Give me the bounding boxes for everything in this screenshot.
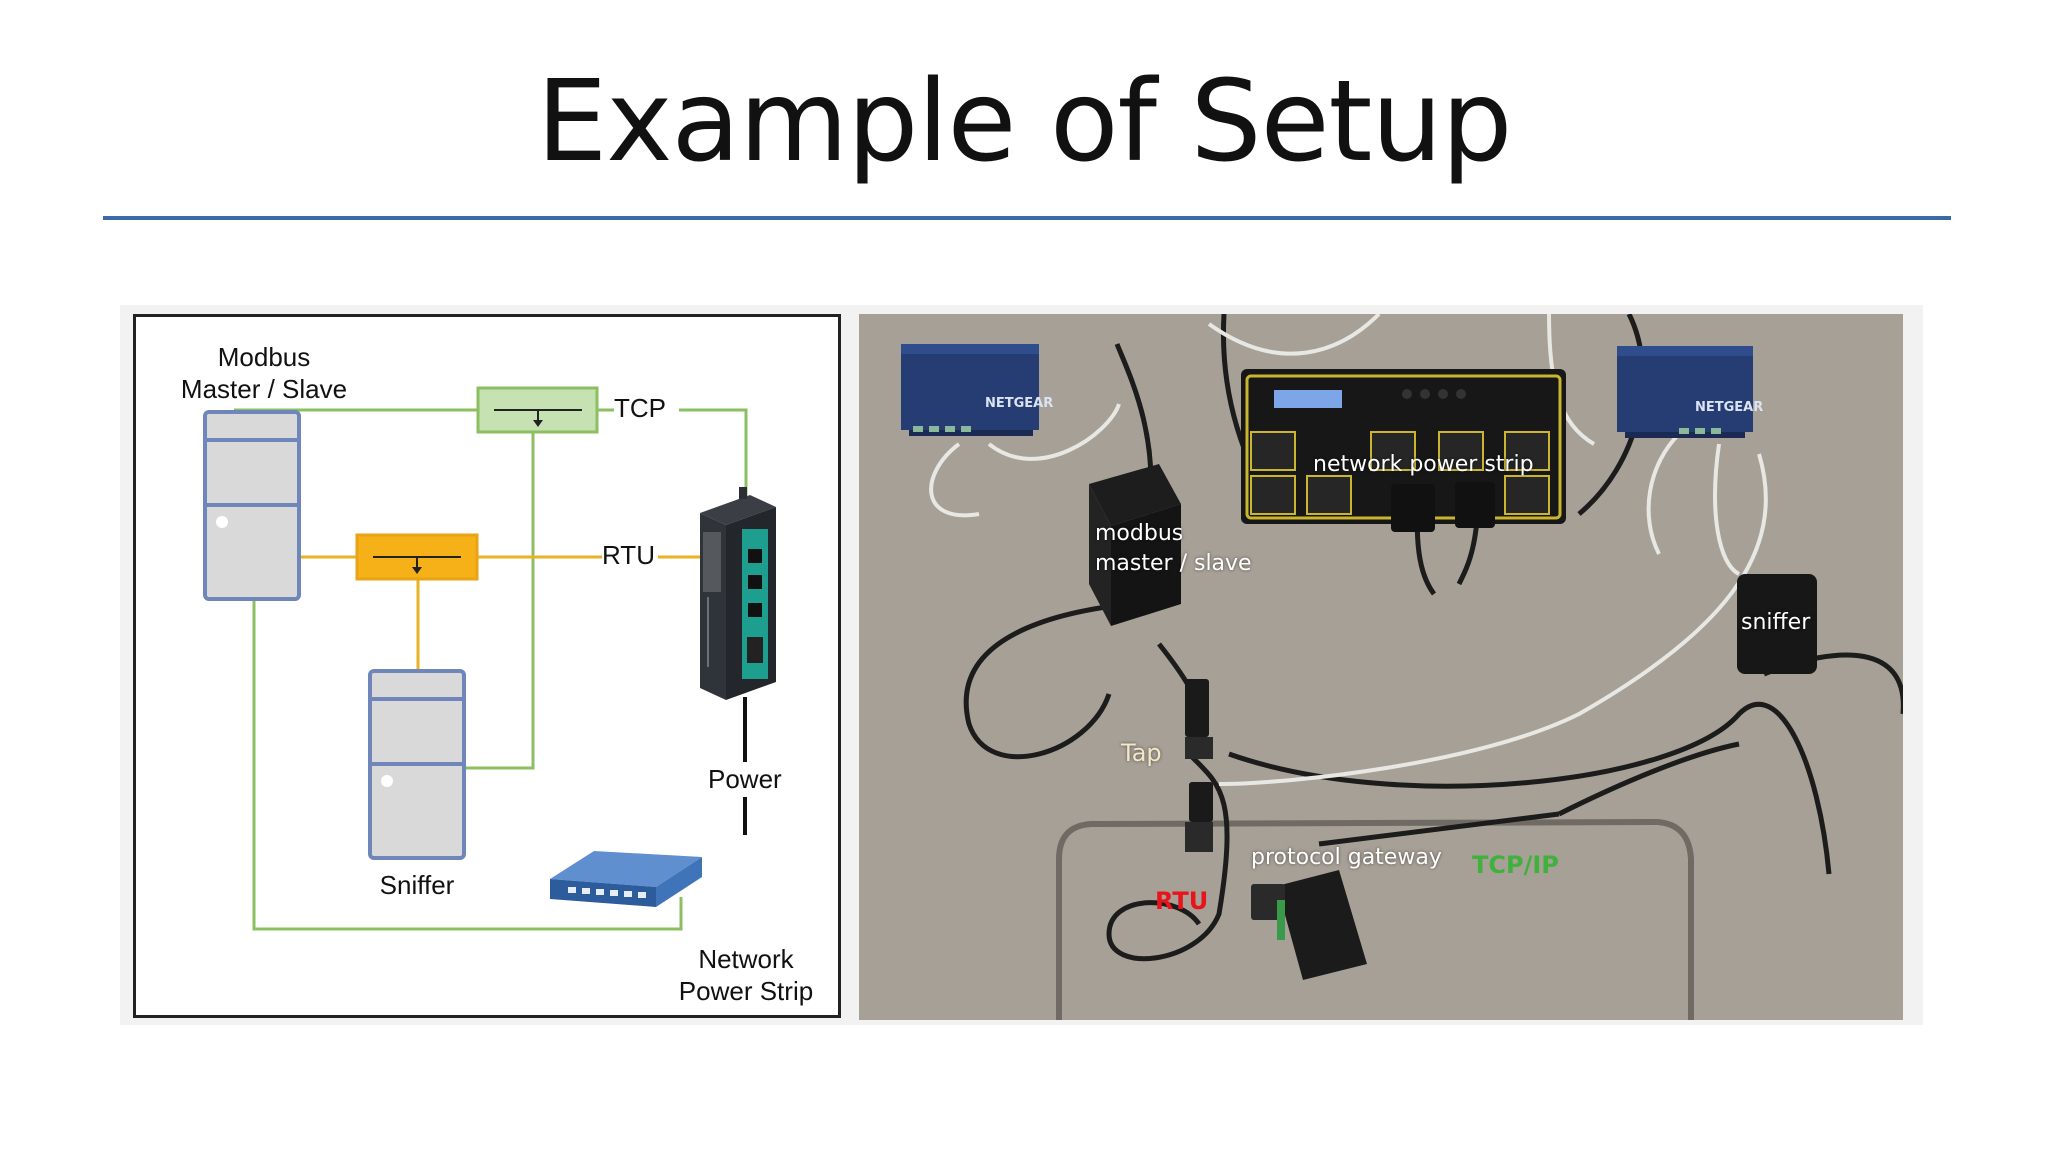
protocol-gateway-photo <box>1251 870 1367 980</box>
photo-label-master-slave: modbus master / slave <box>1095 521 1252 576</box>
label-tcp: TCP <box>614 393 666 423</box>
setup-photo: network power strip modbus master / slav… <box>859 314 1903 1020</box>
rtu-network-lines <box>301 555 700 671</box>
label-network-power-strip: Network Power Strip <box>678 944 814 1006</box>
photo-label-power-strip: network power strip <box>1313 452 1534 477</box>
tcp-tap-box <box>476 386 599 434</box>
sniffer-box-photo <box>1737 574 1817 674</box>
photo-label-left-switch-brand: NETGEAR <box>985 396 1054 411</box>
title-divider <box>103 216 1951 220</box>
right-switch <box>1617 346 1753 438</box>
tcp-line-to-power-strip <box>252 599 683 931</box>
power-strip-switch-icon <box>550 851 702 907</box>
photo-canvas <box>859 314 1903 1020</box>
slide-title: Example of Setup <box>536 57 1512 187</box>
diagram-canvas <box>203 386 776 931</box>
photo-label-protocol-gateway: protocol gateway <box>1251 845 1442 870</box>
photo-label-tcpip: TCP/IP <box>1472 851 1559 879</box>
modbus-master-box-photo <box>1089 464 1181 626</box>
protocol-gateway-device <box>700 487 776 700</box>
white-cables <box>929 314 1768 786</box>
setup-diagram: Modbus Master / Slave TCP RTU Power Snif… <box>133 314 841 1018</box>
tray-outline <box>1056 818 1694 1020</box>
photo-label-rtu: RTU <box>1155 887 1209 915</box>
rtu-tap-box <box>355 533 479 581</box>
tcp-line-to-gateway <box>679 408 748 502</box>
photo-label-right-switch-brand: NETGEAR <box>1695 400 1764 415</box>
tap-adapters-photo <box>1185 679 1213 852</box>
network-power-strip-photo <box>1241 369 1566 532</box>
photo-label-sniffer: sniffer <box>1741 610 1811 635</box>
photo-label-tap: Tap <box>1121 739 1162 767</box>
label-power: Power <box>708 764 782 794</box>
sniffer-tower <box>368 669 466 860</box>
tcp-network-lines <box>234 408 748 931</box>
label-sniffer: Sniffer <box>379 870 455 900</box>
label-master-slave: Modbus Master / Slave <box>180 342 348 404</box>
left-switch <box>901 344 1039 436</box>
label-rtu: RTU <box>602 540 655 570</box>
master-slave-tower <box>203 410 301 601</box>
